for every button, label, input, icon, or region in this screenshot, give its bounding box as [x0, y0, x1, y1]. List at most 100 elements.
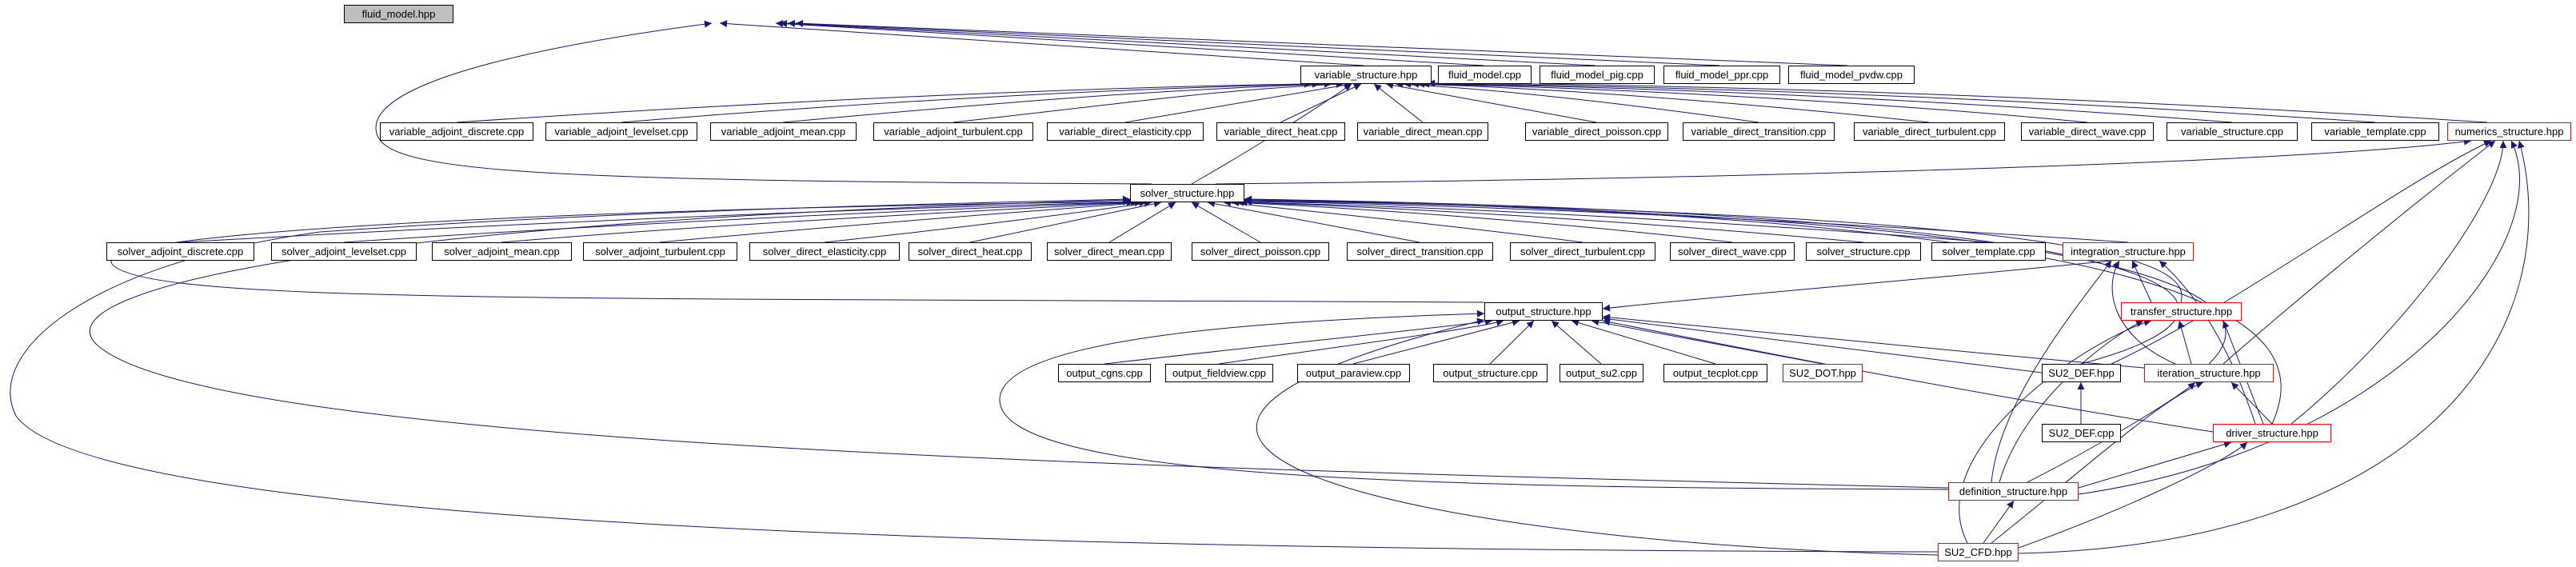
edge-sdw-to-solver — [1231, 198, 1733, 243]
edge-ss-to-solver — [1236, 198, 1864, 243]
edge-cfd-to-driver — [2018, 441, 2248, 549]
node-fluid-model-cpp[interactable]: fluid_model.cpp — [1438, 66, 1532, 84]
node-solver-direct-turbulent-cpp[interactable]: solver_direct_turbulent.cpp — [1510, 242, 1655, 261]
edge-vt-to-vstruct — [1421, 80, 2376, 123]
node-solver-structure-cpp[interactable]: solver_structure.cpp — [1806, 242, 1921, 261]
node-solver-adjoint-mean-cpp[interactable]: solver_adjoint_mean.cpp — [432, 242, 572, 261]
edge-cfd-to-output — [1256, 317, 1939, 556]
node-su2-cfd-hpp[interactable]: SU2_CFD.hpp — [1938, 543, 2019, 561]
edge-opv-to-output — [1352, 318, 1520, 365]
edge-defs-to-driver — [2078, 441, 2232, 489]
edge-vat-to-vstruct — [953, 80, 1344, 123]
edge-sdot-to-output — [1591, 318, 1823, 365]
node-output-structure-hpp[interactable]: output_structure.hpp — [1484, 302, 1603, 321]
node-variable-template-cpp[interactable]: variable_template.cpp — [2311, 122, 2439, 141]
edge-vstruct-to-fluid — [719, 20, 1364, 66]
edge-defs-to-int — [1991, 260, 2112, 483]
node-definition-structure-hpp[interactable]: definition_structure.hpp — [1948, 482, 2079, 501]
edge-iter-to-int — [2111, 260, 2176, 365]
edge-sdtr-to-solver — [1207, 200, 1420, 243]
node-solver-adjoint-levelset-cpp[interactable]: solver_adjoint_levelset.cpp — [271, 242, 417, 261]
edge-vdtu-to-vstruct — [1403, 80, 1930, 123]
node-driver-structure-hpp[interactable]: driver_structure.hpp — [2213, 424, 2331, 442]
node-integration-structure-hpp[interactable]: integration_structure.hpp — [2063, 242, 2194, 261]
node-solver-direct-mean-cpp[interactable]: solver_direct_mean.cpp — [1047, 242, 1172, 261]
node-variable-direct-heat-cpp[interactable]: variable_direct_heat.cpp — [1216, 122, 1345, 141]
node-variable-structure-cpp[interactable]: variable_structure.cpp — [2167, 122, 2298, 141]
edge-sdtu-to-solver — [1223, 199, 1584, 243]
node-variable-direct-transition-cpp[interactable]: variable_direct_transition.cpp — [1683, 122, 1835, 141]
edge-driver-to-solver — [1244, 195, 2282, 425]
node-output-su2-cpp[interactable]: output_su2.cpp — [1560, 364, 1643, 382]
edge-sdp-to-solver — [1191, 202, 1261, 243]
edge-sam-to-solver — [501, 198, 1143, 243]
node-numerics-structure-hpp[interactable]: numerics_structure.hpp — [2447, 122, 2571, 141]
node-fluid-model-hpp: fluid_model.hpp — [344, 5, 453, 23]
edge-cfd-to-defs — [1983, 500, 2015, 544]
node-variable-direct-poisson-cpp[interactable]: variable_direct_poisson.cpp — [1525, 122, 1668, 141]
edge-defs-to-output — [999, 309, 1949, 490]
node-solver-direct-poisson-cpp[interactable]: solver_direct_poisson.cpp — [1192, 242, 1329, 261]
node-variable-adjoint-mean-cpp[interactable]: variable_adjoint_mean.cpp — [710, 122, 857, 141]
node-solver-direct-transition-cpp[interactable]: solver_direct_transition.cpp — [1347, 242, 1493, 261]
node-output-tecplot-cpp[interactable]: output_tecplot.cpp — [1663, 364, 1767, 382]
edge-defs-to-solver — [89, 196, 1949, 489]
edge-solver-to-num — [1215, 138, 2472, 185]
node-variable-direct-turbulent-cpp[interactable]: variable_direct_turbulent.cpp — [1854, 122, 2005, 141]
edge-sdh-to-solver — [969, 200, 1162, 243]
edge-vdtr-to-vstruct — [1395, 80, 1759, 123]
node-output-structure-cpp[interactable]: output_structure.cpp — [1433, 364, 1548, 382]
edge-vde-to-vstruct — [1124, 82, 1352, 123]
node-variable-direct-wave-cpp[interactable]: variable_direct_wave.cpp — [2021, 122, 2154, 141]
edge-num-to-vstruct — [1427, 79, 2488, 123]
edge-val-to-vstruct — [621, 80, 1320, 123]
node-output-fieldview-cpp[interactable]: output_fieldview.cpp — [1165, 364, 1273, 382]
edge-sde-to-solver — [824, 199, 1152, 243]
edge-ofv-to-output — [1218, 319, 1504, 365]
node-variable-direct-elasticity-cpp[interactable]: variable_direct_elasticity.cpp — [1047, 122, 1204, 141]
node-solver-adjoint-turbulent-cpp[interactable]: solver_adjoint_turbulent.cpp — [583, 242, 737, 261]
edge-vdp-to-vstruct — [1385, 82, 1597, 123]
edge-vad-to-vstruct — [456, 80, 1312, 123]
node-solver-direct-wave-cpp[interactable]: solver_direct_wave.cpp — [1670, 242, 1795, 261]
edge-driver-to-num — [2290, 140, 2507, 425]
node-solver-template-cpp[interactable]: solver_template.cpp — [1931, 242, 2046, 261]
node-solver-structure-hpp[interactable]: solver_structure.hpp — [1130, 184, 1244, 202]
edge-iter-to-num — [2223, 140, 2496, 365]
node-su2-dot-hpp[interactable]: SU2_DOT.hpp — [1783, 364, 1863, 382]
edge-iter-to-output — [1602, 313, 2145, 369]
node-solver-direct-elasticity-cpp[interactable]: solver_direct_elasticity.cpp — [749, 242, 900, 261]
node-output-paraview-cpp[interactable]: output_paraview.cpp — [1297, 364, 1410, 382]
node-transfer-structure-hpp[interactable]: transfer_structure.hpp — [2121, 302, 2242, 321]
edge-fmcpp-to-fluid — [775, 20, 1484, 66]
edge-st-to-solver — [1239, 198, 1989, 243]
edge-cfd-to-iter — [1991, 381, 2204, 544]
node-variable-structure-hpp[interactable]: variable_structure.hpp — [1300, 66, 1432, 84]
edge-int-to-output — [1602, 260, 2112, 312]
edge-fmpvdw-to-fluid — [795, 19, 1848, 66]
node-fluid-model-ppr-cpp[interactable]: fluid_model_ppr.cpp — [1663, 66, 1780, 84]
node-su2-def-hpp[interactable]: SU2_DEF.hpp — [2042, 364, 2121, 382]
node-variable-adjoint-discrete-cpp[interactable]: variable_adjoint_discrete.cpp — [380, 122, 533, 141]
node-fluid-model-pvdw-cpp[interactable]: fluid_model_pvdw.cpp — [1788, 66, 1915, 84]
edge-output-to-solver — [110, 198, 1485, 303]
edge-vam-to-vstruct — [782, 80, 1332, 123]
node-output-cgns-cpp[interactable]: output_cgns.cpp — [1058, 364, 1151, 382]
edge-cfd-to-num — [2018, 140, 2530, 554]
node-su2-def-cpp[interactable]: SU2_DEF.cpp — [2042, 424, 2121, 442]
node-variable-adjoint-turbulent-cpp[interactable]: variable_adjoint_turbulent.cpp — [873, 122, 1033, 141]
node-fluid-model-pig-cpp[interactable]: fluid_model_pig.cpp — [1540, 66, 1655, 84]
edge-transfer-to-solver — [1244, 197, 2183, 303]
node-solver-adjoint-discrete-cpp[interactable]: solver_adjoint_discrete.cpp — [106, 242, 254, 261]
edge-fmpig-to-fluid — [779, 19, 1596, 66]
node-iteration-structure-hpp[interactable]: iteration_structure.hpp — [2144, 364, 2274, 382]
edge-cfd-to-transfer — [1959, 319, 2152, 544]
edge-osu2-to-output — [1551, 320, 1602, 365]
edge-defs-to-num — [2078, 140, 2520, 495]
node-solver-direct-heat-cpp[interactable]: solver_direct_heat.cpp — [909, 242, 1032, 261]
node-variable-adjoint-levelset-cpp[interactable]: variable_adjoint_levelset.cpp — [545, 122, 697, 141]
node-variable-direct-mean-cpp[interactable]: variable_direct_mean.cpp — [1357, 122, 1488, 141]
edge-transfer-to-int — [2131, 260, 2152, 303]
